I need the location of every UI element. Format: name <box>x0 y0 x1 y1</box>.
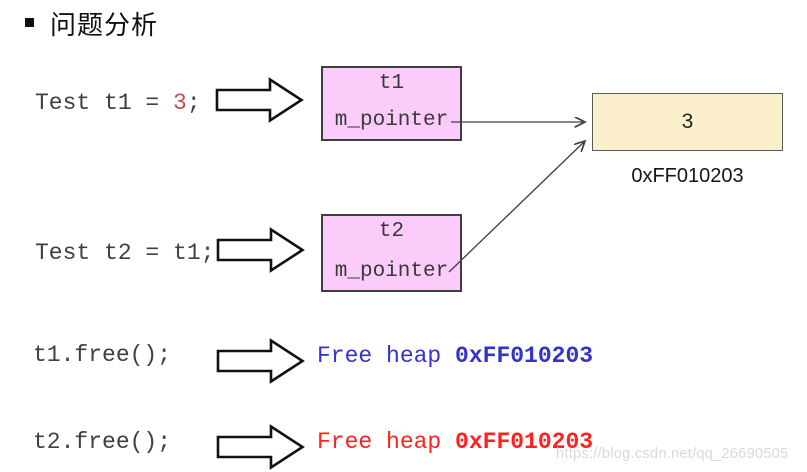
code-statement-1-prefix: Test t1 = <box>35 90 174 116</box>
heap-value: 3 <box>681 110 694 133</box>
object-box-t2: t2 m_pointer <box>321 214 462 292</box>
code-statement-1: Test t1 = 3; <box>35 92 201 115</box>
object-t1-field-m-pointer: m_pointer <box>334 109 449 132</box>
title-bullet-square <box>25 18 34 27</box>
heap-box: 3 <box>592 93 783 151</box>
object-box-t1: t1 m_pointer <box>321 66 462 141</box>
free-result-red-address: 0xFF010203 <box>455 429 594 455</box>
object-t1-name: t1 <box>378 72 405 95</box>
block-arrow-right-icon <box>215 77 304 123</box>
watermark-url: https://blog.csdn.net/qq_26690505 <box>556 446 789 462</box>
block-arrow-right-icon <box>216 424 305 470</box>
free-result-red: Free heap 0xFF010203 <box>317 431 593 454</box>
object-t2-name: t2 <box>378 220 405 243</box>
free-result-blue: Free heap 0xFF010203 <box>317 345 593 368</box>
free-result-blue-address: 0xFF010203 <box>455 343 594 369</box>
code-statement-4: t2.free(); <box>33 429 172 455</box>
free-result-red-label: Free heap <box>317 429 456 455</box>
heap-address-label: 0xFF010203 <box>631 165 744 187</box>
code-statement-2: Test t2 = t1; <box>35 240 215 266</box>
pointer-arrow-t2-to-heap <box>448 141 585 273</box>
code-statement-3: t1.free(); <box>33 342 172 368</box>
free-result-blue-label: Free heap <box>317 343 456 369</box>
code-statement-1-value: 3 <box>173 90 187 116</box>
block-arrow-right-icon <box>216 227 305 273</box>
page-title: 问题分析 <box>50 10 159 40</box>
code-statement-1-suffix: ; <box>186 90 201 116</box>
object-t2-field-m-pointer: m_pointer <box>334 260 449 283</box>
block-arrow-right-icon <box>216 338 305 384</box>
